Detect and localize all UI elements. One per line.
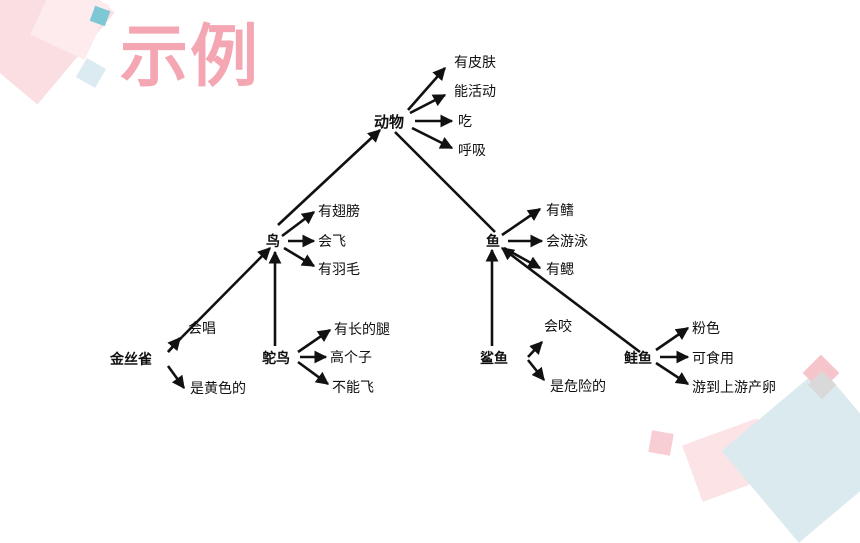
arrow-fish-has-fins: [501, 207, 542, 237]
node-long-legs: 有长的腿: [334, 322, 390, 338]
node-can-swim: 会游泳: [546, 234, 588, 250]
node-shark: 鲨鱼: [480, 350, 508, 367]
arrow-fish-has-gills: [503, 246, 542, 270]
line-animal-fish: [394, 131, 496, 233]
arrow-salmon-pink: [655, 326, 690, 352]
node-bites: 会咬: [544, 318, 572, 335]
arrow-shark-bites: [527, 341, 543, 358]
arrow-bird-animal: [277, 129, 381, 226]
node-ostrich: 鸵鸟: [262, 350, 290, 367]
arrow-bird-has-wings: [281, 210, 316, 238]
node-edible: 可食用: [692, 350, 734, 367]
arrow-ostrich-long-legs: [297, 328, 332, 354]
arrow-ostrich-cannot-fly: [297, 360, 330, 386]
node-has-wings: 有翅膀: [318, 203, 360, 220]
node-has-feathers: 有羽毛: [318, 262, 360, 278]
node-has-gills: 有鳃: [546, 262, 574, 278]
node-sings: 会唱: [188, 321, 216, 337]
arrow-canary-bird: [181, 247, 271, 338]
arrow-animal-has-skin: [407, 67, 446, 111]
diagram-labels: 动物 有皮肤 能活动 吃 呼吸 鸟 有翅膀 会飞 有羽毛 鱼 有鳍 会游泳 有鳃…: [109, 55, 776, 397]
arrow-bird-has-feathers: [283, 246, 316, 268]
slide-title: 示例: [120, 18, 261, 97]
node-bird: 鸟: [266, 233, 280, 250]
arrow-animal-breathes: [411, 126, 454, 150]
arrow-salmon-fish: [500, 246, 641, 354]
arrow-animal-can-move: [409, 93, 447, 115]
node-has-fins: 有鳍: [546, 203, 574, 219]
node-eats: 吃: [458, 114, 472, 130]
node-tall: 高个子: [330, 349, 372, 366]
node-canary: 金丝雀: [109, 351, 152, 368]
node-salmon: 鲑鱼: [624, 350, 652, 367]
node-pink: 粉色: [692, 320, 720, 337]
arrow-shark-dangerous: [526, 359, 546, 382]
node-dangerous: 是危险的: [550, 379, 606, 395]
diagram-arrows: [166, 67, 690, 390]
arrow-salmon-spawns: [655, 361, 690, 386]
node-is-yellow: 是黄色的: [190, 380, 246, 397]
node-can-fly: 会飞: [318, 234, 346, 250]
node-has-skin: 有皮肤: [454, 55, 496, 71]
node-breathes: 呼吸: [458, 143, 486, 159]
node-fish: 鱼: [486, 233, 500, 250]
arrow-canary-is-yellow: [166, 365, 186, 390]
arrow-canary-sings-tip: [167, 337, 181, 353]
node-cannot-fly: 不能飞: [332, 380, 374, 396]
node-can-move: 能活动: [454, 84, 496, 100]
node-animal: 动物: [374, 113, 404, 131]
concept-hierarchy-diagram: 动物 有皮肤 能活动 吃 呼吸 鸟 有翅膀 会飞 有羽毛 鱼 有鳍 会游泳 有鳃…: [109, 55, 776, 397]
node-spawns-upstream: 游到上游产卵: [692, 380, 776, 396]
